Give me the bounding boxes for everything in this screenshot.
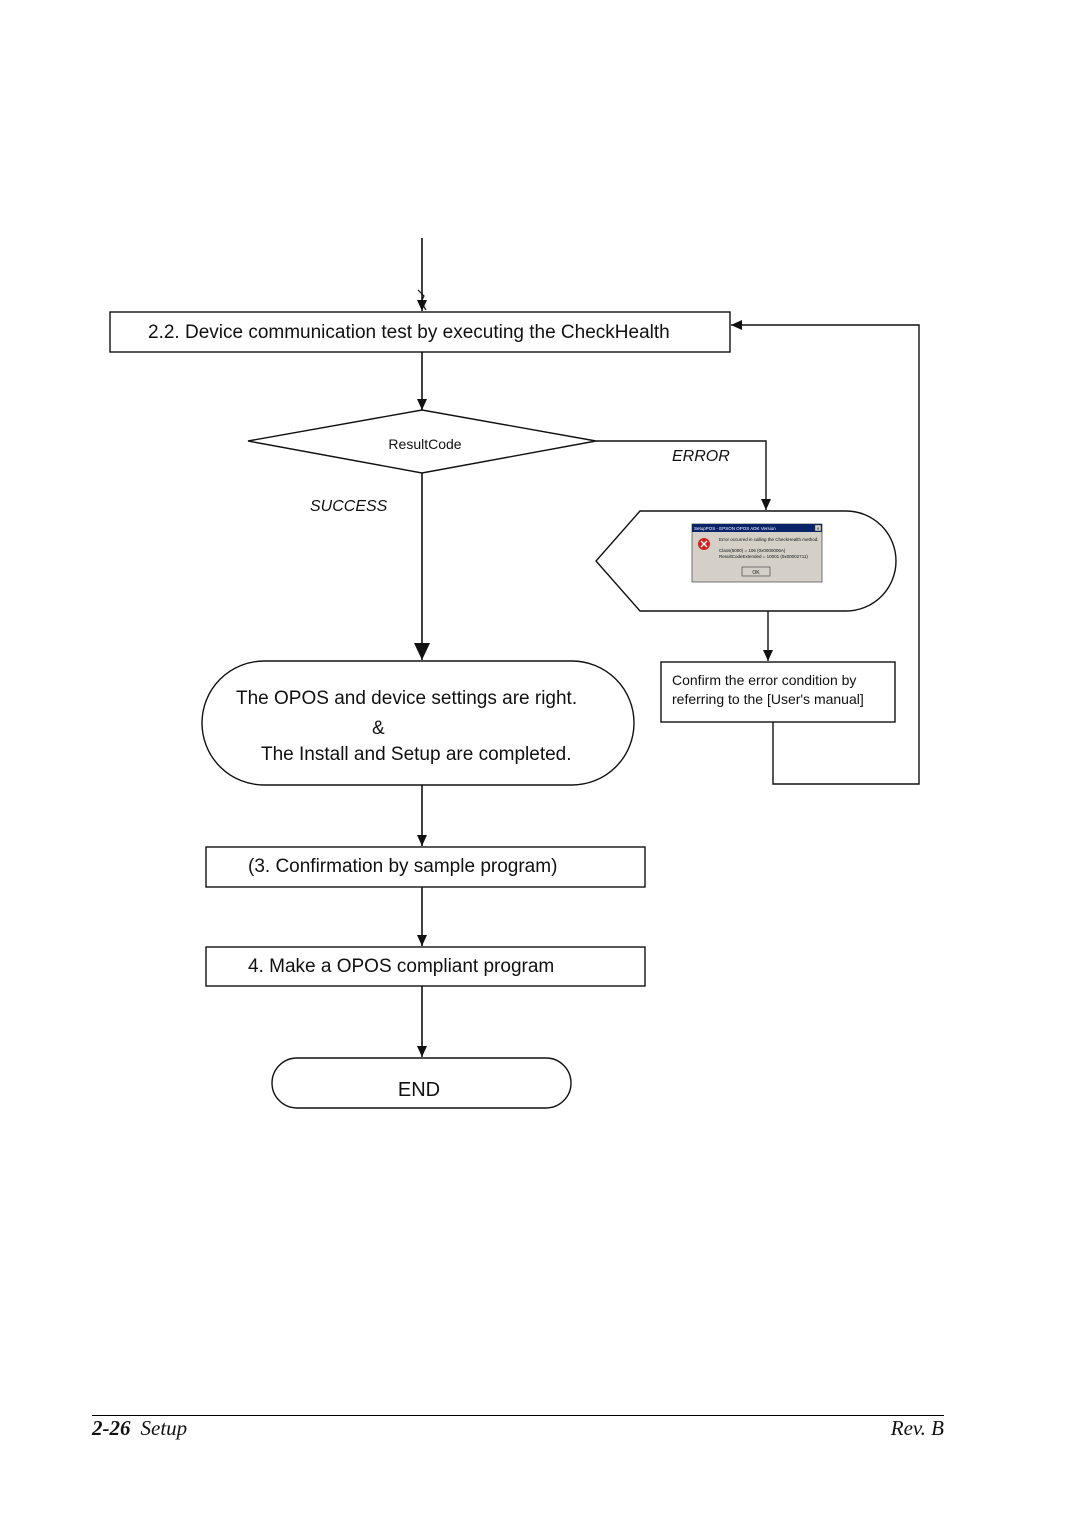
- checkhealth-step-label: 2.2. Device communication test by execut…: [148, 322, 670, 343]
- sample-program-box: (3. Confirmation by sample program): [205, 846, 646, 888]
- make-program-box: 4. Make a OPOS compliant program: [205, 946, 646, 987]
- success-label: SUCCESS: [310, 498, 388, 515]
- page-number: 2-26: [92, 1416, 131, 1440]
- confirm-error-box: Confirm the error condition by referring…: [660, 661, 896, 723]
- dialog-title: SetupPOS - EPSON OPOS ADK Version: [694, 526, 776, 531]
- dialog-line1: Class(5000) = 106 (0x0000006A): [719, 548, 786, 553]
- setup-complete-terminal: The OPOS and device settings are right. …: [201, 660, 635, 786]
- sample-program-label: (3. Confirmation by sample program): [248, 856, 557, 877]
- retry-loop-arrow: [731, 320, 920, 785]
- dialog-ok-button: OK: [752, 570, 760, 576]
- dialog-line2: ResultCodeExtended = 10001 (0x00002711): [719, 554, 808, 559]
- dialog-message: Error occurred in calling the CheckHealt…: [719, 537, 819, 542]
- confirm-line2: referring to the [User's manual]: [672, 691, 864, 707]
- entry-arrow: [417, 238, 427, 311]
- checkhealth-step-box: 2.2. Device communication test by execut…: [109, 311, 731, 353]
- decision-label: ResultCode: [388, 436, 461, 452]
- flowchart: 2.2. Device communication test by execut…: [109, 238, 920, 1109]
- success-line2: The Install and Setup are completed.: [261, 744, 572, 765]
- success-line1: The OPOS and device settings are right.: [236, 688, 577, 709]
- error-label: ERROR: [672, 448, 730, 465]
- end-terminal: END: [271, 1057, 572, 1109]
- success-ampersand: &: [372, 718, 385, 739]
- dialog-close-icon: ×: [817, 527, 820, 533]
- end-label: END: [398, 1079, 440, 1101]
- error-branch-arrow: [596, 440, 771, 510]
- revision-label: Rev. B: [890, 1416, 944, 1440]
- error-dialog-image: SetupPOS - EPSON OPOS ADK Version × Erro…: [691, 523, 823, 583]
- confirm-line1: Confirm the error condition by: [672, 672, 856, 688]
- resultcode-decision: ResultCode: [247, 409, 597, 474]
- section-name: Setup: [140, 1416, 188, 1440]
- make-program-label: 4. Make a OPOS compliant program: [248, 956, 554, 977]
- footer-divider: [92, 1415, 944, 1416]
- footer-left: 2-26 Setup: [92, 1416, 187, 1441]
